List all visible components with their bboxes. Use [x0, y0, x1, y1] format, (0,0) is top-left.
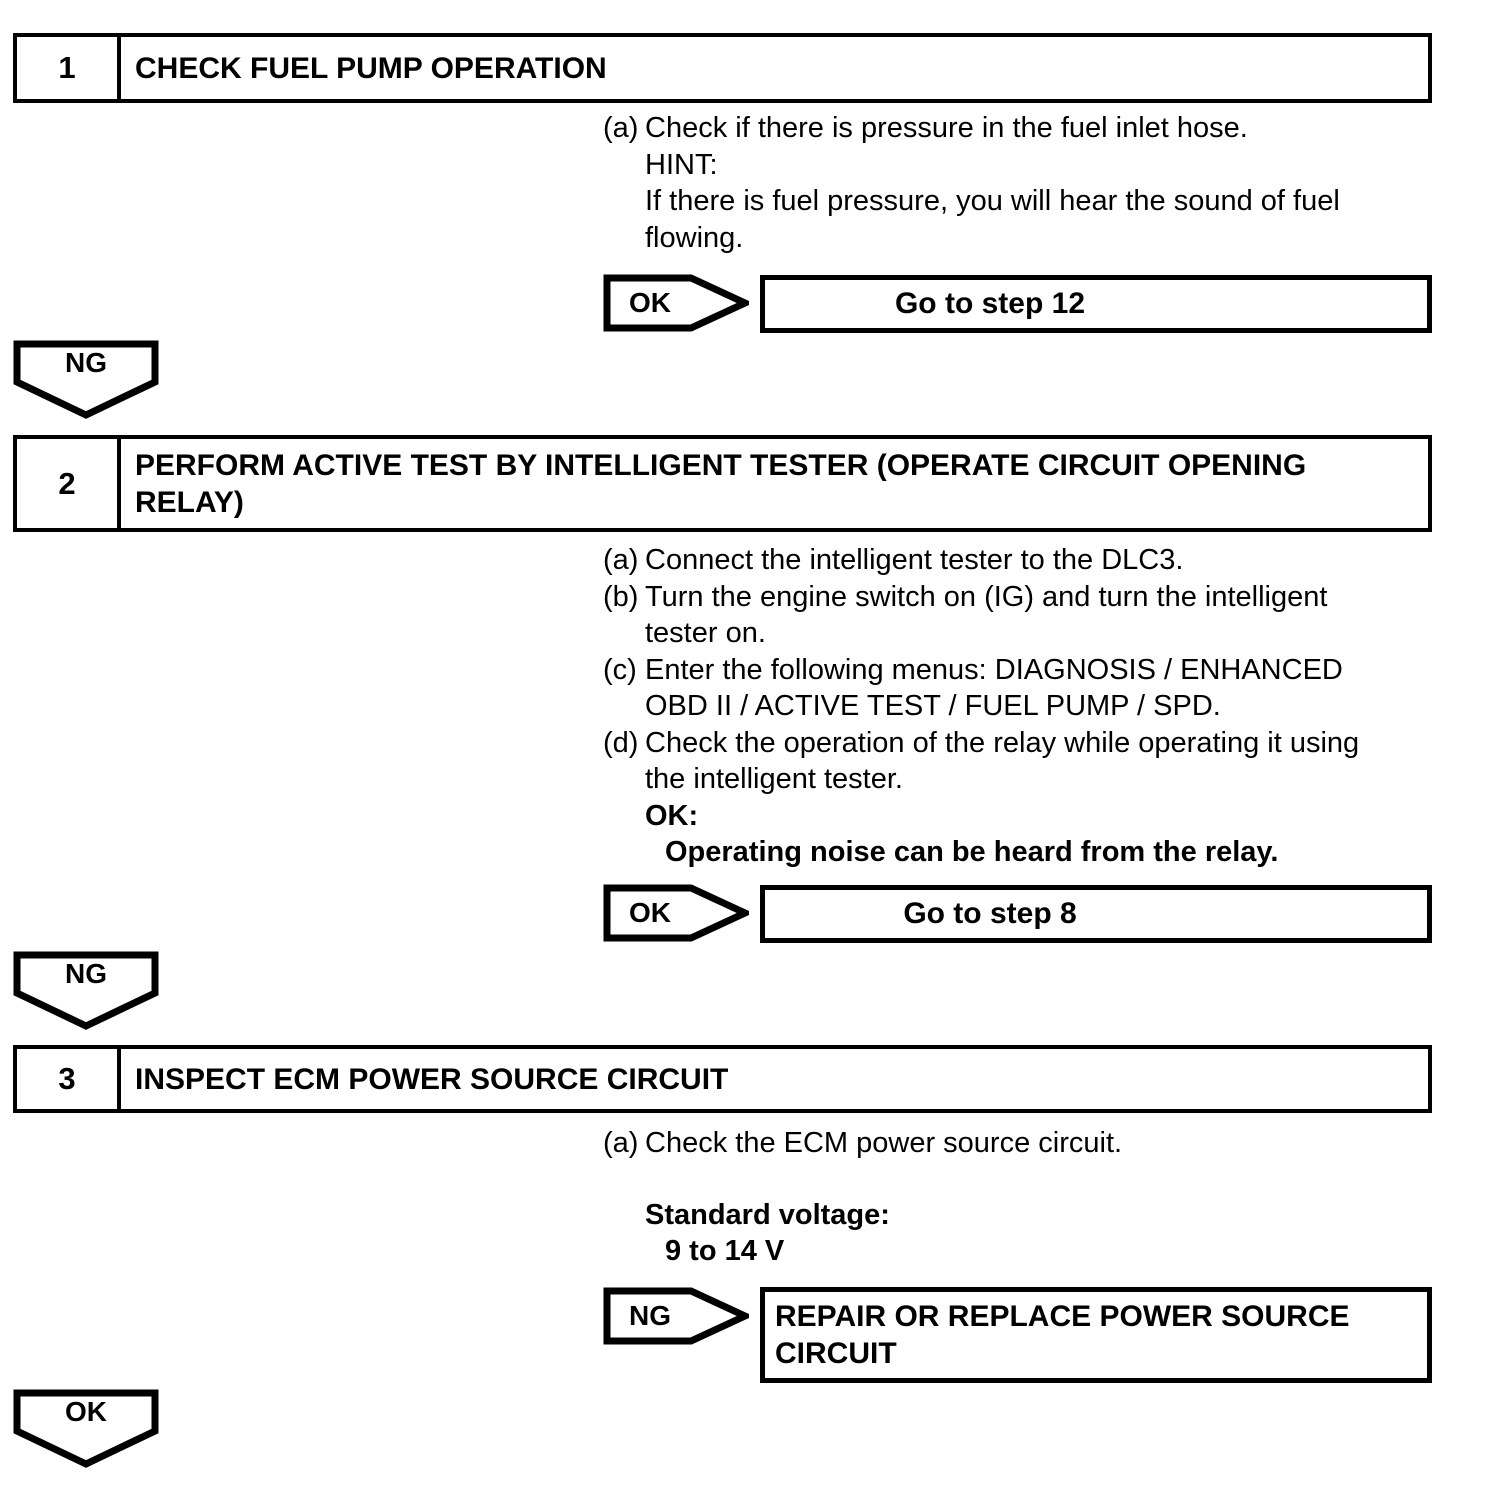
instruction-text: flowing.: [645, 221, 744, 254]
step-3-instructions: (a)Check the ECM power source circuit. S…: [603, 1125, 1463, 1270]
instruction-text: Operating noise can be heard from the re…: [665, 836, 1279, 868]
instruction-line: OBD II / ACTIVE TEST / FUEL PUMP / SPD.: [603, 688, 1463, 725]
down-pentagon-shape: [13, 340, 159, 419]
instruction-text: OK:: [645, 799, 699, 832]
instruction-text: Enter the following menus: DIAGNOSIS / E…: [645, 653, 1343, 686]
list-marker: (a): [603, 544, 639, 576]
instruction-text: 9 to 14 V: [665, 1235, 785, 1267]
step-3-number: 3: [17, 1049, 121, 1109]
result-action-text: CIRCUIT: [775, 1337, 897, 1370]
right-arrow-shape: [603, 884, 749, 942]
instruction-line: (a)Connect the intelligent tester to the…: [603, 542, 1463, 579]
instruction-text: Connect the intelligent tester to the DL…: [645, 544, 1184, 576]
result-action-text: Go to step 12: [894, 287, 1086, 320]
step-3-title: INSPECT ECM POWER SOURCE CIRCUIT: [135, 1062, 729, 1096]
ng-connector-icon: NG: [13, 951, 159, 1031]
instruction-line: Standard voltage:: [603, 1197, 1463, 1234]
list-marker: (d): [603, 726, 639, 759]
instruction-line: 9 to 14 V: [603, 1233, 1463, 1270]
down-pentagon-shape: [13, 1389, 159, 1468]
step-3-header: 3 INSPECT ECM POWER SOURCE CIRCUIT: [13, 1045, 1432, 1113]
ng-connector-icon: NG: [13, 340, 159, 420]
instruction-text: Check the ECM power source circuit.: [645, 1127, 1123, 1159]
instruction-line: the intelligent tester.: [603, 761, 1463, 798]
instruction-text: Check the operation of the relay while o…: [645, 726, 1360, 759]
arrow-label: NG: [629, 1300, 671, 1331]
right-arrow-shape: [603, 1287, 749, 1345]
step-2-number: 2: [17, 439, 121, 528]
list-marker: (a): [603, 112, 639, 144]
instruction-line: OK:: [603, 798, 1463, 835]
step-1-header: 1 CHECK FUEL PUMP OPERATION: [13, 33, 1432, 103]
goto-step-8-box: Go to step 8: [760, 885, 1432, 943]
step-2-header: 2 PERFORM ACTIVE TEST BY INTELLIGENT TES…: [13, 435, 1432, 532]
instruction-line: HINT:: [603, 147, 1463, 184]
instruction-line: (c)Enter the following menus: DIAGNOSIS …: [603, 652, 1463, 689]
connector-label: NG: [65, 347, 107, 378]
instruction-text: HINT:: [645, 148, 718, 181]
instruction-text: the intelligent tester.: [645, 763, 903, 795]
instruction-line: (a)Check if there is pressure in the fue…: [603, 110, 1463, 147]
arrow-label: OK: [629, 897, 671, 928]
instruction-text: Check if there is pressure in the fuel i…: [645, 112, 1248, 144]
instruction-text: OBD II / ACTIVE TEST / FUEL PUMP / SPD.: [645, 690, 1221, 722]
ok-connector-icon: OK: [13, 1389, 159, 1469]
step-1-title: CHECK FUEL PUMP OPERATION: [135, 51, 607, 85]
instruction-line: flowing.: [603, 220, 1463, 257]
instruction-line: If there is fuel pressure, you will hear…: [603, 183, 1463, 220]
step-1-number: 1: [17, 37, 121, 99]
down-pentagon-shape: [13, 951, 159, 1030]
instruction-text: If there is fuel pressure, you will hear…: [645, 185, 1340, 217]
instruction-line: (b)Turn the engine switch on (IG) and tu…: [603, 579, 1463, 616]
list-marker: (b): [603, 580, 639, 613]
result-action-text: Go to step 8: [903, 897, 1077, 930]
goto-step-12-box: Go to step 12: [760, 275, 1432, 333]
ok-arrow-icon: OK: [603, 274, 749, 332]
result-action-text: REPAIR OR REPLACE POWER SOURCE: [775, 1300, 1350, 1333]
instruction-text: Standard voltage:: [645, 1198, 890, 1231]
step-2-title: PERFORM ACTIVE TEST BY INTELLIGENT TESTE…: [135, 448, 1307, 519]
instruction-line: (a)Check the ECM power source circuit.: [603, 1125, 1463, 1162]
arrow-label: OK: [629, 287, 671, 318]
list-marker: (c): [603, 653, 637, 686]
instruction-text: tester on.: [645, 617, 766, 649]
step-2-instructions: (a)Connect the intelligent tester to the…: [603, 542, 1463, 871]
ng-arrow-icon: NG: [603, 1287, 749, 1345]
instruction-text: Turn the engine switch on (IG) and turn …: [645, 580, 1328, 613]
instruction-line: tester on.: [603, 615, 1463, 652]
repair-action-box: REPAIR OR REPLACE POWER SOURCE CIRCUIT: [760, 1287, 1432, 1383]
instruction-line: (d)Check the operation of the relay whil…: [603, 725, 1463, 762]
list-marker: (a): [603, 1127, 639, 1159]
instruction-line: Operating noise can be heard from the re…: [603, 834, 1463, 871]
ok-arrow-icon: OK: [603, 884, 749, 942]
connector-label: NG: [65, 958, 107, 989]
right-arrow-shape: [603, 274, 749, 332]
step-1-instructions: (a)Check if there is pressure in the fue…: [603, 110, 1463, 256]
connector-label: OK: [65, 1396, 107, 1427]
